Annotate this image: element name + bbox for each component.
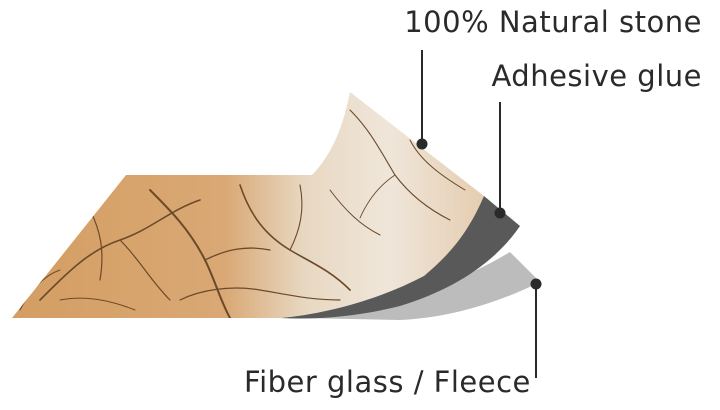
marker-fiber xyxy=(531,279,542,290)
marker-glue xyxy=(495,208,506,219)
label-adhesive-glue: Adhesive glue xyxy=(491,62,702,91)
marker-stone xyxy=(417,139,428,150)
label-natural-stone: 100% Natural stone xyxy=(404,8,702,37)
label-fiber-glass-fleece: Fiber glass / Fleece xyxy=(244,368,531,397)
